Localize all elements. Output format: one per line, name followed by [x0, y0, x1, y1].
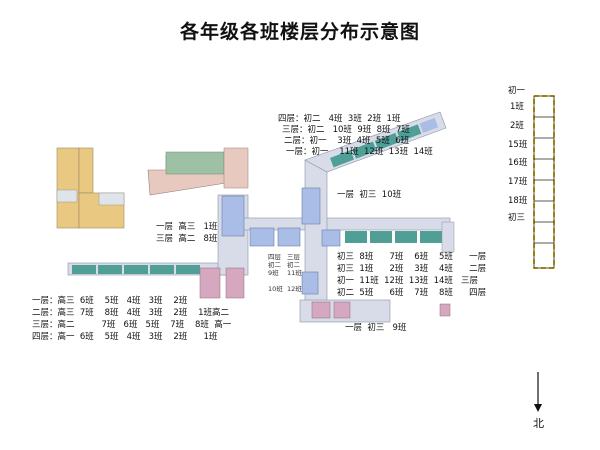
north-wing-classrooms — [330, 117, 439, 168]
label-center-c2: 12班 — [287, 285, 302, 293]
tower-label-1: 1班 — [510, 102, 524, 112]
north-arrow — [534, 372, 542, 412]
label-north-f4: 四层：初二 4班 3班 2班 1班 — [278, 114, 401, 124]
label-center-b3: 11班 — [287, 269, 302, 277]
label-west-lower-r1: 一层：高三 6班 5班 4班 3班 2班 — [32, 296, 188, 306]
label-north-f3: 三层：初二 10班 9班 8班 7班 — [282, 125, 410, 135]
label-center-a1: 四层 — [268, 253, 281, 261]
service-rooms — [311, 301, 451, 319]
label-north-f2: 二层：初一 3班 4班 5班 6班 — [284, 136, 410, 146]
west-dormitory-block — [56, 147, 125, 229]
north-label: 北 — [533, 417, 544, 430]
west-wing-classrooms — [72, 265, 245, 299]
label-center-b1: 三层 — [287, 253, 300, 261]
label-center-b2: 初二 — [287, 261, 300, 269]
tower-label-6: 18班 — [508, 196, 528, 206]
tower-label-4: 16班 — [508, 158, 528, 168]
label-west-lower-r2: 二层：高三 7班 8班 4班 3班 2班 1班高二 — [32, 308, 229, 318]
label-north-mid: 一层 初三 10班 — [337, 190, 402, 200]
label-south: 一层 初三 9班 — [345, 323, 407, 333]
label-west-lower-r4: 四层：高一 6班 5班 4班 3班 2班 1班 — [32, 332, 218, 342]
label-west-upper-f1: 一层 高三 1班 — [156, 222, 218, 232]
stair-tower — [533, 95, 555, 269]
label-center-a2: 初二 — [268, 261, 281, 269]
label-north-f1: 一层：初一 11班 12班 13班 14班 — [286, 147, 433, 157]
east-wing-classrooms — [345, 221, 455, 253]
label-east-r1: 初三 8班 7班 6班 5班 一层 — [337, 252, 487, 262]
label-center-a3: 9班 — [268, 269, 279, 277]
label-west-upper-f3: 三层 高二 8班 — [156, 234, 218, 244]
tower-label-5: 17班 — [508, 177, 528, 187]
label-east-r3: 初一 11班 12班 13班 14班 三层 — [337, 276, 478, 286]
blue-blocks — [221, 187, 341, 295]
label-west-lower-r3: 三层：高二 7班 6班 5班 7班 8班 高一 — [32, 320, 232, 330]
tower-label-0: 初一 — [508, 86, 526, 96]
label-center-c1: 10班 — [268, 285, 283, 293]
diagram-title: 各年级各班楼层分布示意图 — [179, 21, 420, 43]
label-east-r4: 初二 5班 6班 7班 8班 四层 — [337, 288, 487, 298]
auditorium-block — [147, 147, 249, 196]
tower-label-2: 2班 — [510, 121, 524, 131]
label-east-r2: 初三 1班 2班 3班 4班 二层 — [337, 264, 487, 274]
tower-label-7: 初三 — [508, 213, 526, 223]
tower-label-3: 15班 — [508, 140, 528, 150]
